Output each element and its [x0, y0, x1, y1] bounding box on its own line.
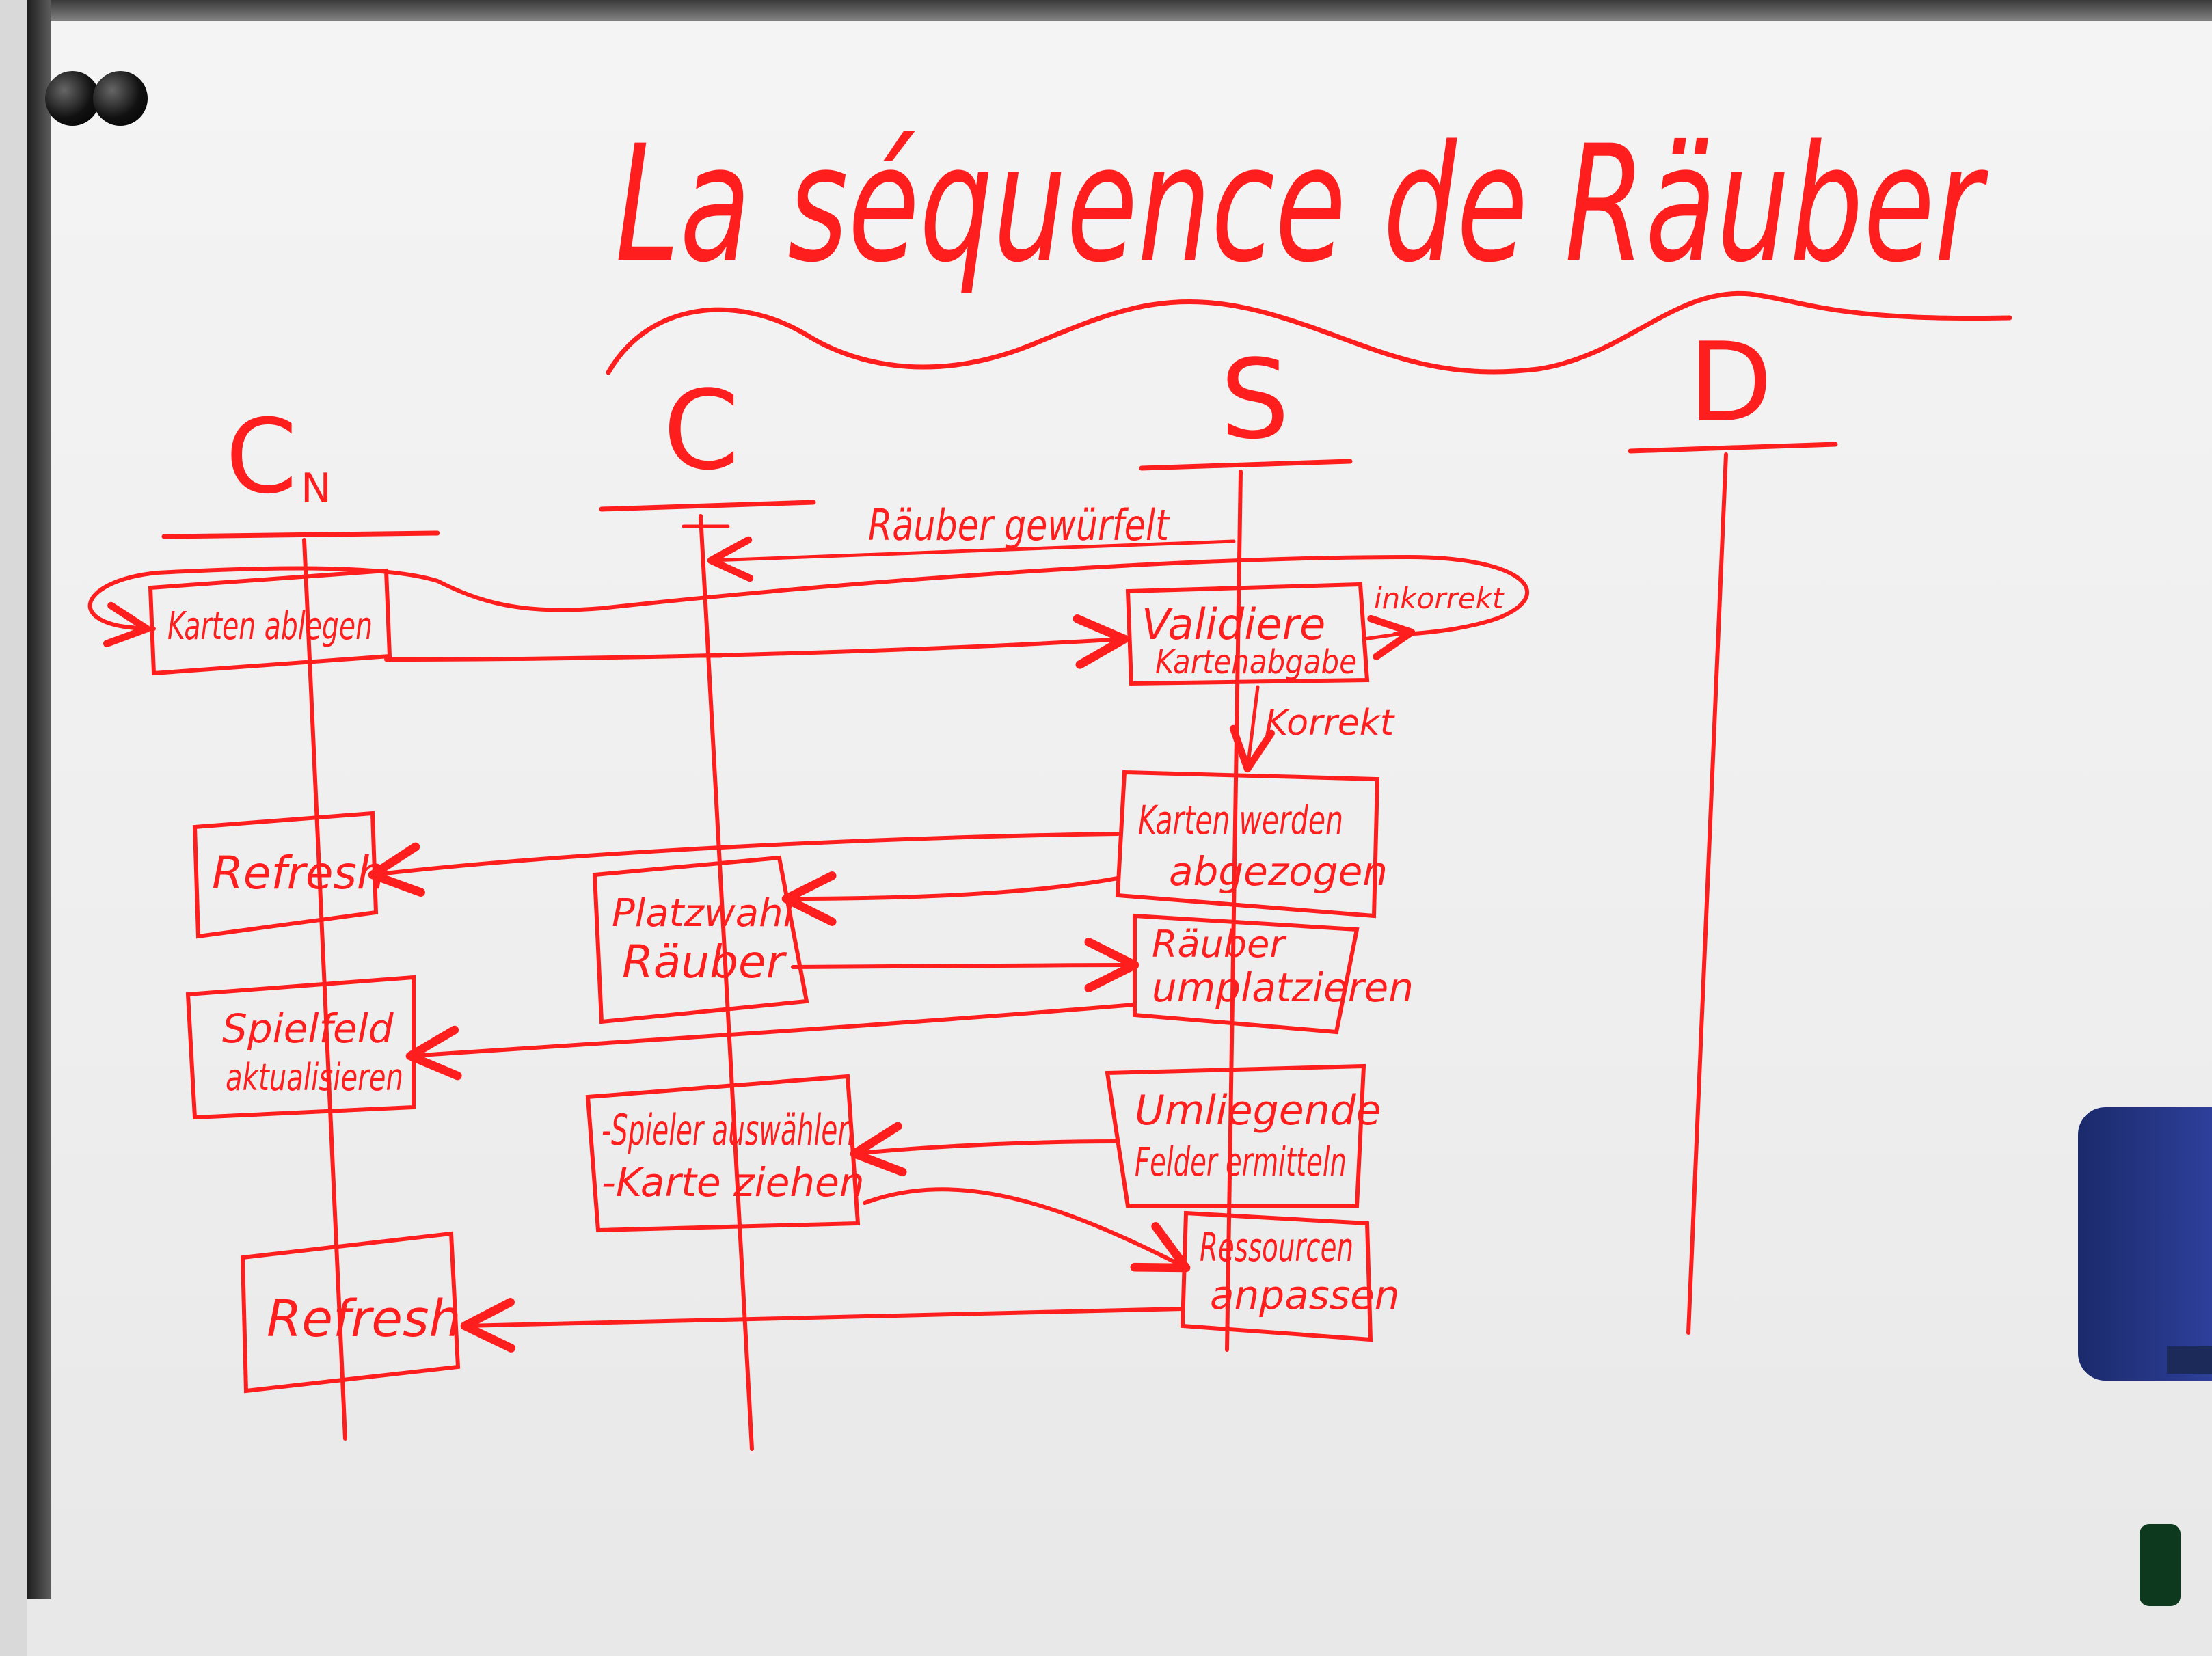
box-karten-werden-line2: abgezogen [1169, 848, 1388, 895]
box-karten-werden-abgezogen [1115, 770, 1380, 919]
whiteboard-frame-left [27, 0, 51, 1599]
lifeline-cn-label: C [226, 398, 297, 517]
message-raeuber-gewuerfelt-arrow [707, 536, 1236, 582]
box-ressourcen-line1: Ressourcen [1200, 1224, 1353, 1271]
magnet [45, 71, 100, 126]
box-umliegende-felder [1105, 1063, 1366, 1208]
box-spieler-line1: -Spieler auswählen [602, 1105, 854, 1155]
lifeline-d-header [1628, 442, 1838, 454]
marker [2140, 1524, 2181, 1606]
message-refresh-1-arrow [368, 832, 1120, 897]
loop-inkorrekt [87, 555, 1529, 636]
box-platzwahl-line2: Räuber [622, 936, 787, 988]
lifeline-d-label: D [1688, 318, 1772, 446]
message-spielfeld-arrow [405, 1003, 1137, 1081]
box-refresh-1 [192, 811, 379, 939]
message-ressourcen-arrow [863, 1187, 1191, 1273]
lifeline-s-header [1139, 459, 1353, 471]
lifeline-cn-header [161, 530, 440, 539]
message-inkorrekt-arrow [1362, 614, 1416, 660]
box-ressourcen-line2: anpassen [1210, 1272, 1400, 1318]
message-raeuber-gewuerfelt: Räuber gewürfelt [868, 500, 1170, 550]
message-korrekt: Korrekt [1265, 703, 1395, 744]
box-umliegende-line2: Felder ermitteln [1135, 1139, 1347, 1185]
lifeline-c [699, 514, 754, 1451]
title-underline [606, 290, 2012, 375]
box-refresh-2 [240, 1231, 461, 1394]
eraser [2078, 1107, 2212, 1381]
box-spieler-line2: -Karte ziehen [602, 1159, 865, 1206]
box-validiere-line2: Kartenabgabe [1155, 643, 1357, 681]
message-raeuber-umplatzieren-arrow [791, 938, 1139, 992]
box-spielfeld-line1: Spielfeld [222, 1005, 394, 1052]
lifeline-d [1686, 452, 1728, 1335]
lifeline-c-label: C [663, 366, 740, 494]
message-spieler-arrow [850, 1122, 1120, 1177]
lifeline-s [1225, 470, 1243, 1352]
magnet [93, 71, 148, 126]
lifeline-cn [302, 538, 347, 1441]
box-karten-werden-line1: Karten werden [1138, 797, 1343, 843]
box-validiere [1125, 582, 1370, 686]
lifeline-c-header [599, 500, 816, 512]
lifeline-cn-subscript: N [301, 465, 332, 513]
box-spieler-auswaehlen [585, 1074, 861, 1233]
box-karten-ablegen-label: Karten ablegen [167, 604, 373, 649]
box-raeuber-umplatzieren-line2: umplatzieren [1152, 964, 1414, 1011]
eraser-label [2167, 1346, 2212, 1374]
box-ressourcen-anpassen [1180, 1210, 1373, 1342]
box-karten-ablegen [148, 568, 392, 676]
message-karten-ablegen-arrow [384, 614, 1129, 669]
whiteboard-frame-top [27, 0, 2212, 23]
diagram-title: La séquence de Räuber [615, 111, 1988, 298]
box-platzwahl-raeuber [592, 855, 809, 1024]
box-umliegende-line1: Umliegende [1135, 1087, 1381, 1135]
box-spielfeld-aktualisieren [185, 975, 416, 1120]
box-refresh-2-label: Refresh [267, 1290, 461, 1348]
box-validiere-line1: Validiere [1142, 599, 1325, 649]
box-platzwahl-line1: Platzwahl [612, 891, 794, 936]
box-refresh-1-label: Refresh [212, 847, 386, 899]
message-platzwahl-arrow [781, 871, 1120, 926]
box-raeuber-umplatzieren-line1: Räuber [1152, 923, 1286, 966]
message-korrekt-arrow [1229, 685, 1275, 773]
lifeline-s-label: S [1220, 336, 1290, 463]
message-inkorrekt: inkorrekt [1374, 582, 1505, 615]
box-spielfeld-line2: aktualisieren [226, 1056, 403, 1099]
message-refresh-2-arrow [460, 1298, 1185, 1353]
loop-inkorrekt-entry-arrow [103, 601, 151, 647]
